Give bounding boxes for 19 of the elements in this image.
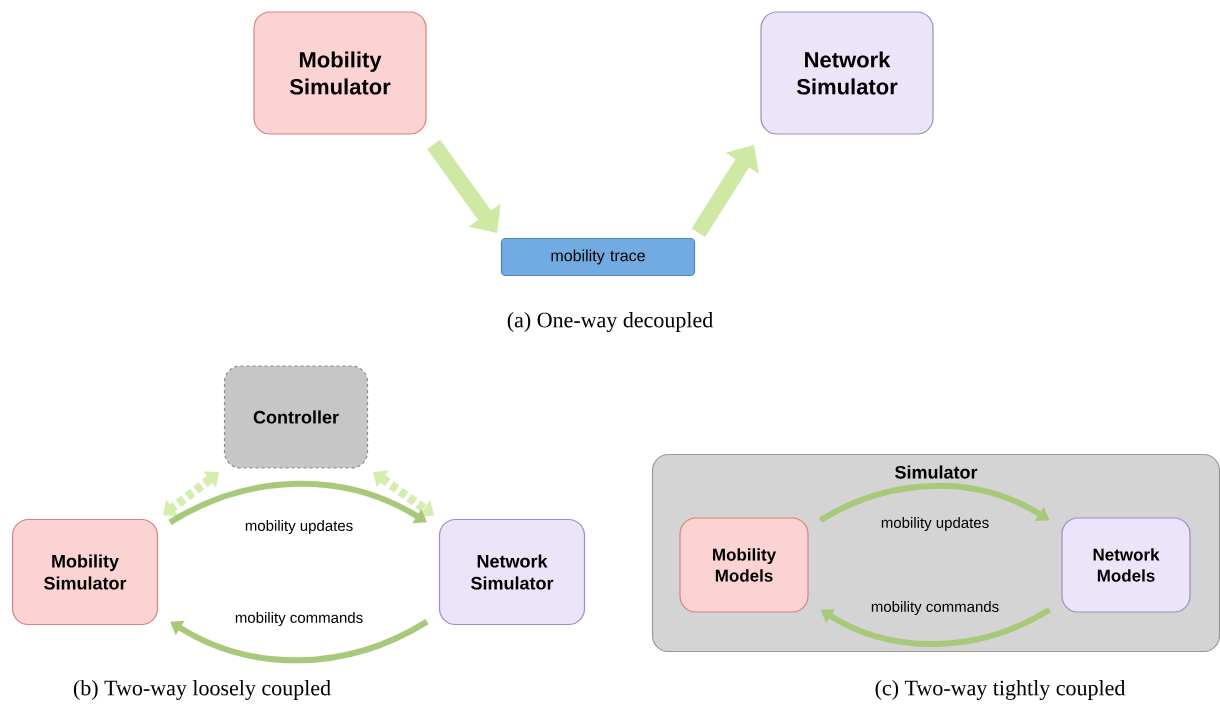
model-box: Network Models [1061,517,1191,613]
caption: (a) One-way decoupled [507,312,713,332]
simulator-box: Mobility Simulator [253,11,427,135]
arrow [427,139,501,233]
caption: (b) Two-way loosely coupled [73,680,331,700]
edge-label: mobility commands [235,612,363,626]
controller-box: Controller [223,365,369,469]
edge-label: mobility updates [245,520,353,534]
model-box: Mobility Models [679,517,809,613]
edge-label: mobility commands [871,601,999,615]
arrow [373,470,434,517]
data-box: mobility trace [500,237,696,277]
simulator-box: Network Simulator [760,11,934,135]
arrow [170,619,429,664]
simulator-box: Network Simulator [438,518,586,626]
edge-label: mobility updates [881,517,989,531]
arrow [168,480,427,525]
caption: (c) Two-way tightly coupled [875,680,1126,700]
simulator-box: Mobility Simulator [11,518,159,626]
